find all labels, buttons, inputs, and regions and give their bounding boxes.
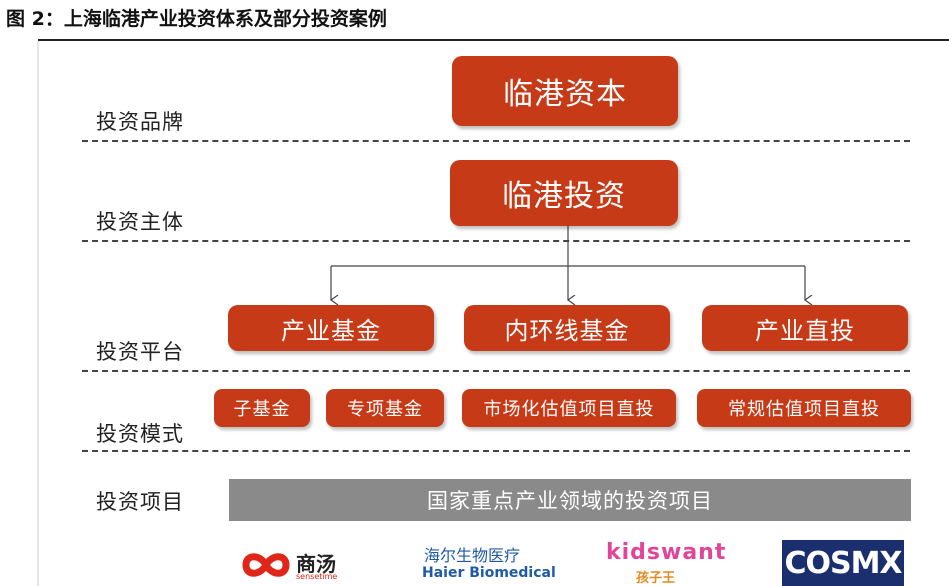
kidswant-cn-name: 孩子王 <box>636 571 676 586</box>
project-bar: 国家重点产业领域的投资项目 <box>229 479 911 521</box>
separator-1 <box>82 140 910 142</box>
level-label-platform: 投资平台 <box>96 340 184 364</box>
cosmx-text: COSMX <box>784 545 902 581</box>
box-industry-fund: 产业基金 <box>228 305 434 351</box>
box-lingang-investment: 临港投资 <box>450 160 678 226</box>
level-label-entity: 投资主体 <box>96 210 184 234</box>
level-label-mode: 投资模式 <box>96 422 184 446</box>
separator-2 <box>82 240 910 242</box>
kidswant-en-name: kidswant <box>606 540 727 565</box>
separator-3 <box>82 370 910 372</box>
figure-title: 图 2：上海临港产业投资体系及部分投资案例 <box>6 8 387 30</box>
level-label-brand: 投资品牌 <box>96 110 184 134</box>
box-regular-valuation-direct: 常规估值项目直投 <box>697 389 911 427</box>
kidswant-logo: kidswant 孩子王 <box>606 540 725 586</box>
cosmx-logo: COSMX <box>782 540 904 586</box>
haier-en-name: Haier Biomedical <box>422 565 556 581</box>
haier-cn-name: 海尔生物医疗 <box>424 546 521 565</box>
sensetime-sub: sensetime <box>296 572 338 581</box>
box-special-fund: 专项基金 <box>326 389 444 427</box>
box-market-valuation-direct: 市场化估值项目直投 <box>462 389 676 427</box>
haier-biomedical-logo: 海尔生物医疗 Haier Biomedical <box>420 542 556 586</box>
sensetime-mark-icon <box>242 553 290 577</box>
box-industry-direct: 产业直投 <box>702 305 908 351</box>
box-lingang-capital: 临港资本 <box>452 56 678 126</box>
box-ring-road-fund: 内环线基金 <box>464 305 670 351</box>
sensetime-name: 商汤 <box>296 552 336 576</box>
title-rule <box>38 39 949 41</box>
box-sub-fund: 子基金 <box>214 389 310 427</box>
separator-4 <box>82 450 910 452</box>
left-margin-bar <box>37 41 39 586</box>
sensetime-logo: 商汤 sensetime <box>240 546 360 582</box>
level-label-project: 投资项目 <box>96 490 184 514</box>
